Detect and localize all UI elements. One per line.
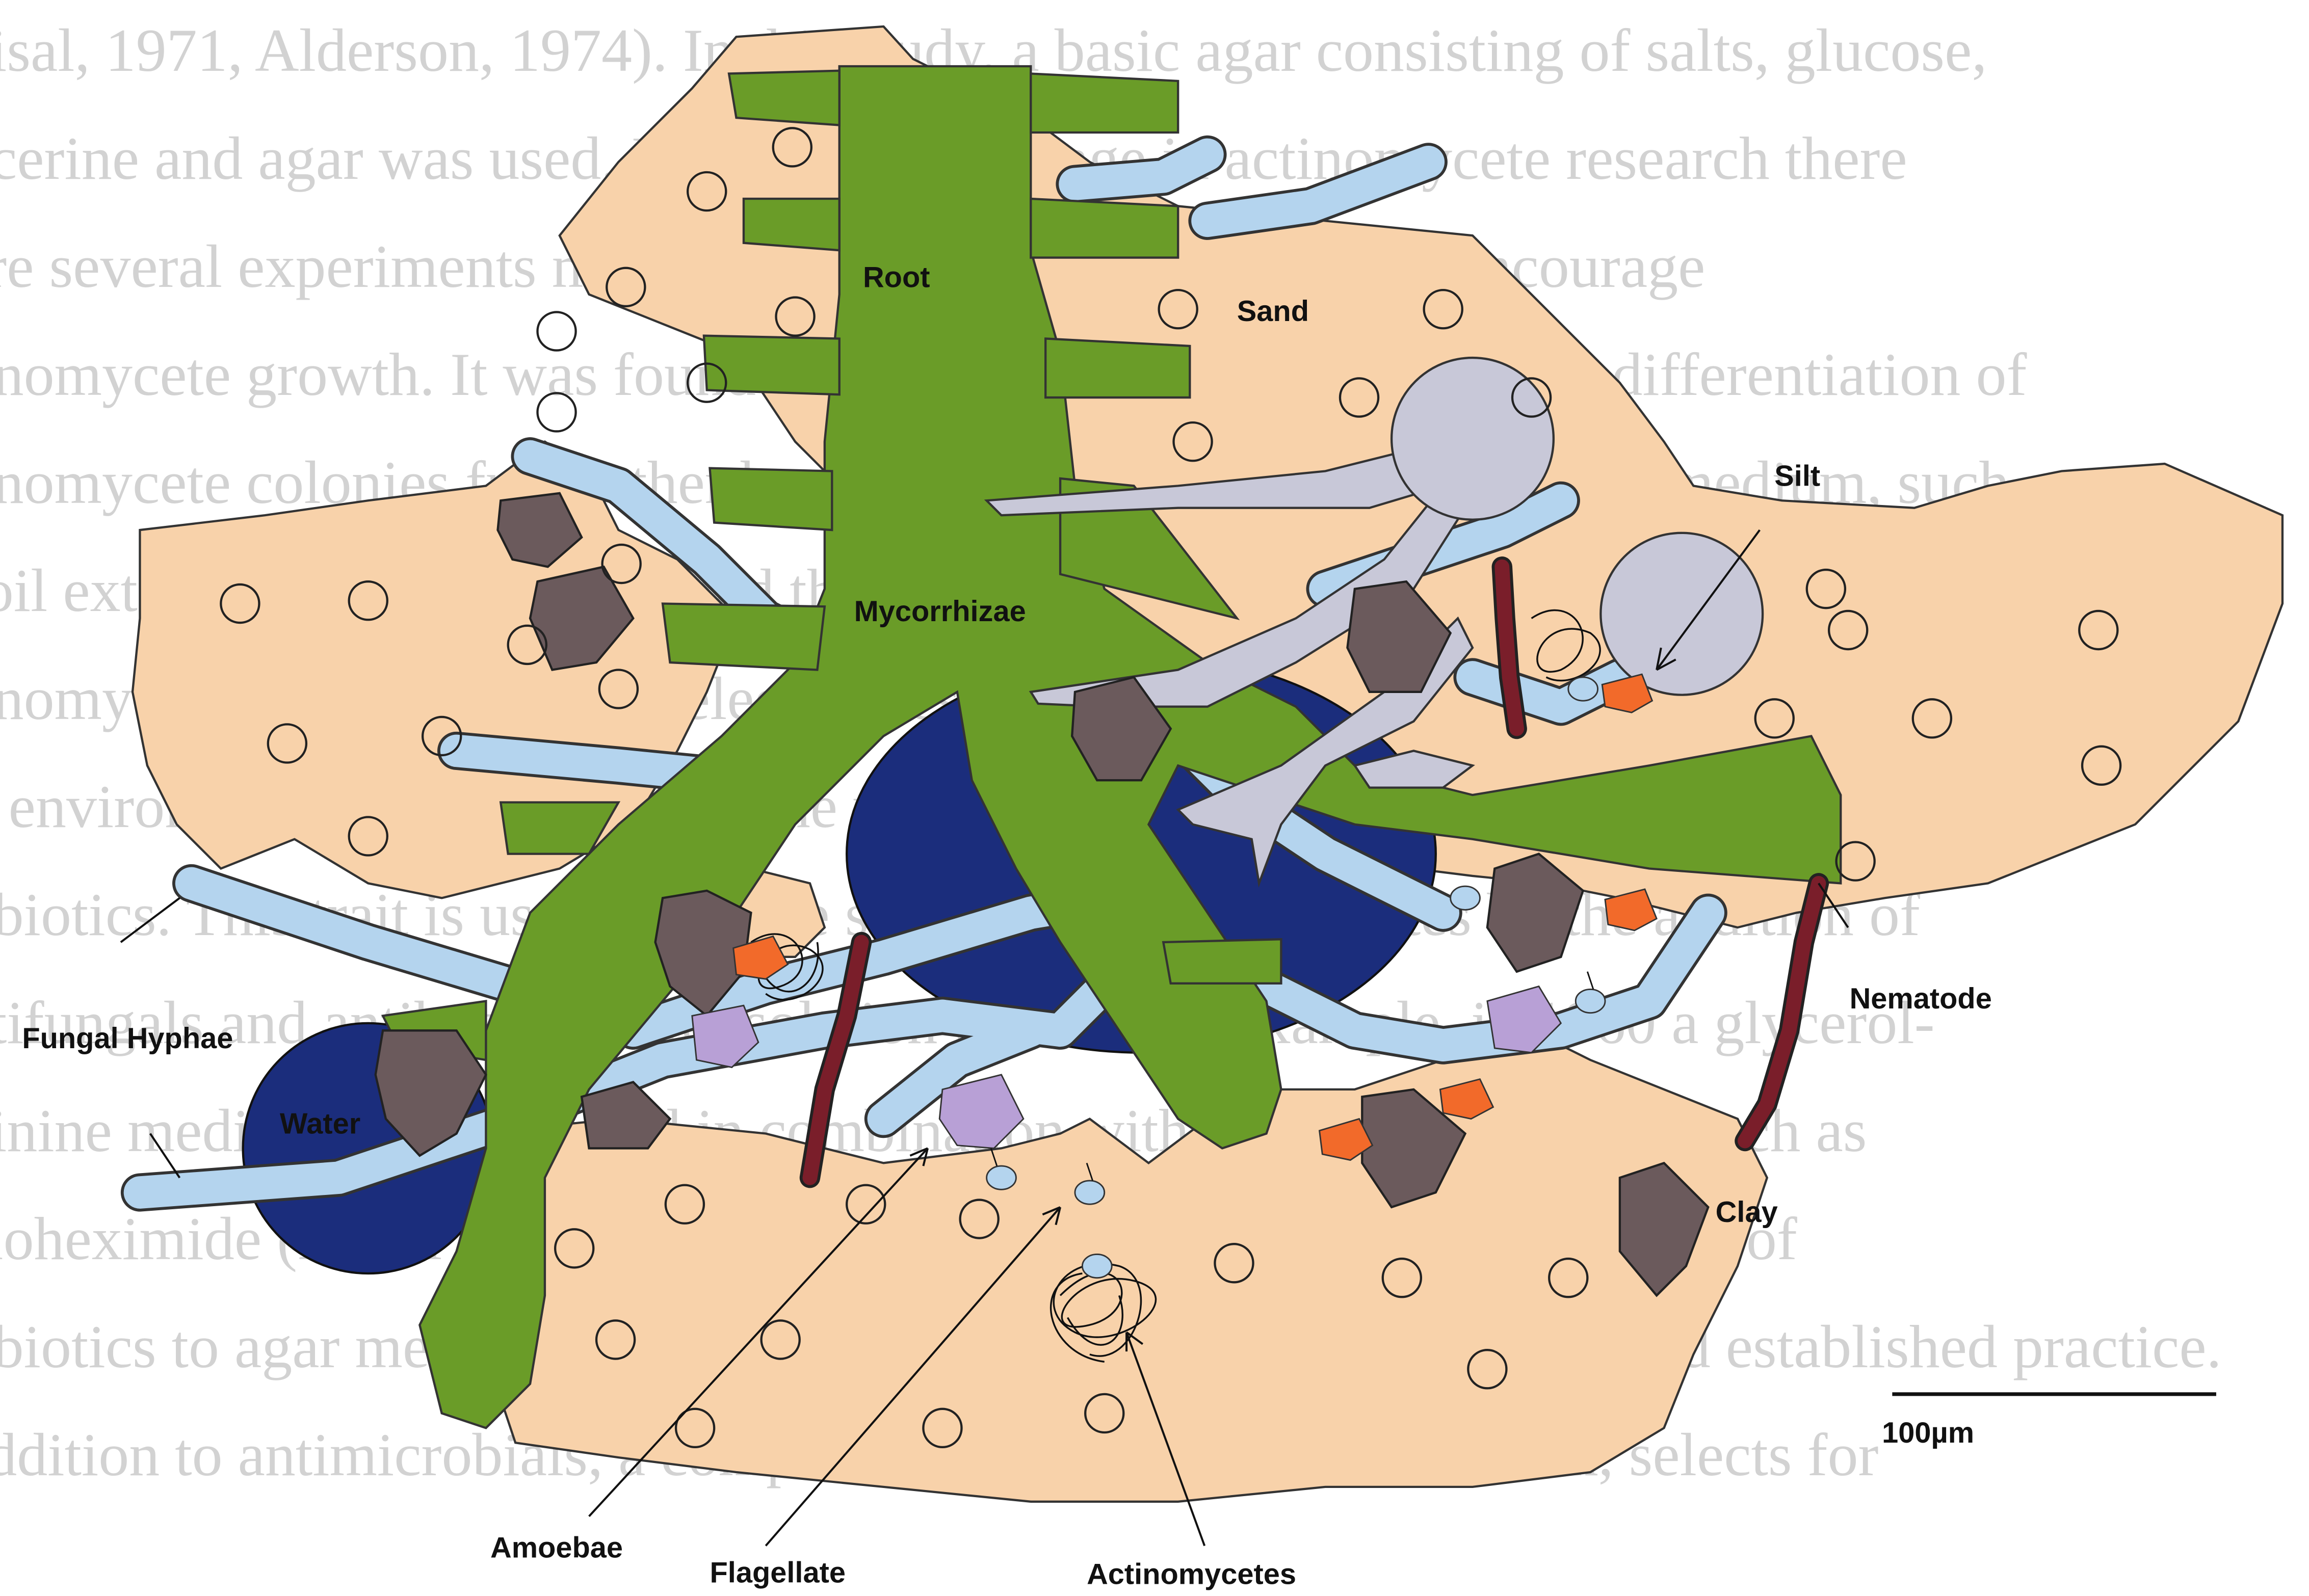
root-lateral-2 (1031, 73, 1178, 132)
label-actinomycetes: Actinomycetes (1087, 1558, 1296, 1591)
silt-particle-large (1392, 358, 1554, 520)
label-clay: Clay (1716, 1196, 1778, 1229)
label-flagellate: Flagellate (710, 1557, 845, 1589)
label-amoebae: Amoebae (490, 1532, 623, 1564)
fungal-hyphae-leader-upper (121, 898, 180, 942)
sand-grain (537, 393, 575, 431)
label-silt: Silt (1774, 460, 1820, 492)
label-sand: Sand (1237, 295, 1309, 328)
label-scale-bar: 100µm (1882, 1417, 1974, 1449)
label-fungal-hyphae: Fungal Hyphae (22, 1022, 233, 1055)
root-lateral-4 (1031, 199, 1178, 258)
label-mycorrhizae: Mycorrhizae (854, 595, 1026, 628)
fungal-hyphae-leader-lower (150, 1134, 180, 1178)
root-lateral-11 (1163, 939, 1281, 983)
root-lateral-8 (663, 603, 825, 670)
label-water: Water (280, 1108, 360, 1140)
root-lateral-1 (729, 71, 839, 125)
root-lateral-5 (704, 336, 839, 395)
root-lateral-3 (744, 199, 839, 250)
label-root: Root (863, 261, 930, 294)
root-lateral-6 (1045, 338, 1190, 397)
sand-grain (537, 312, 575, 350)
root-lateral-7 (710, 468, 832, 530)
label-nematode: Nematode (1850, 982, 1992, 1015)
